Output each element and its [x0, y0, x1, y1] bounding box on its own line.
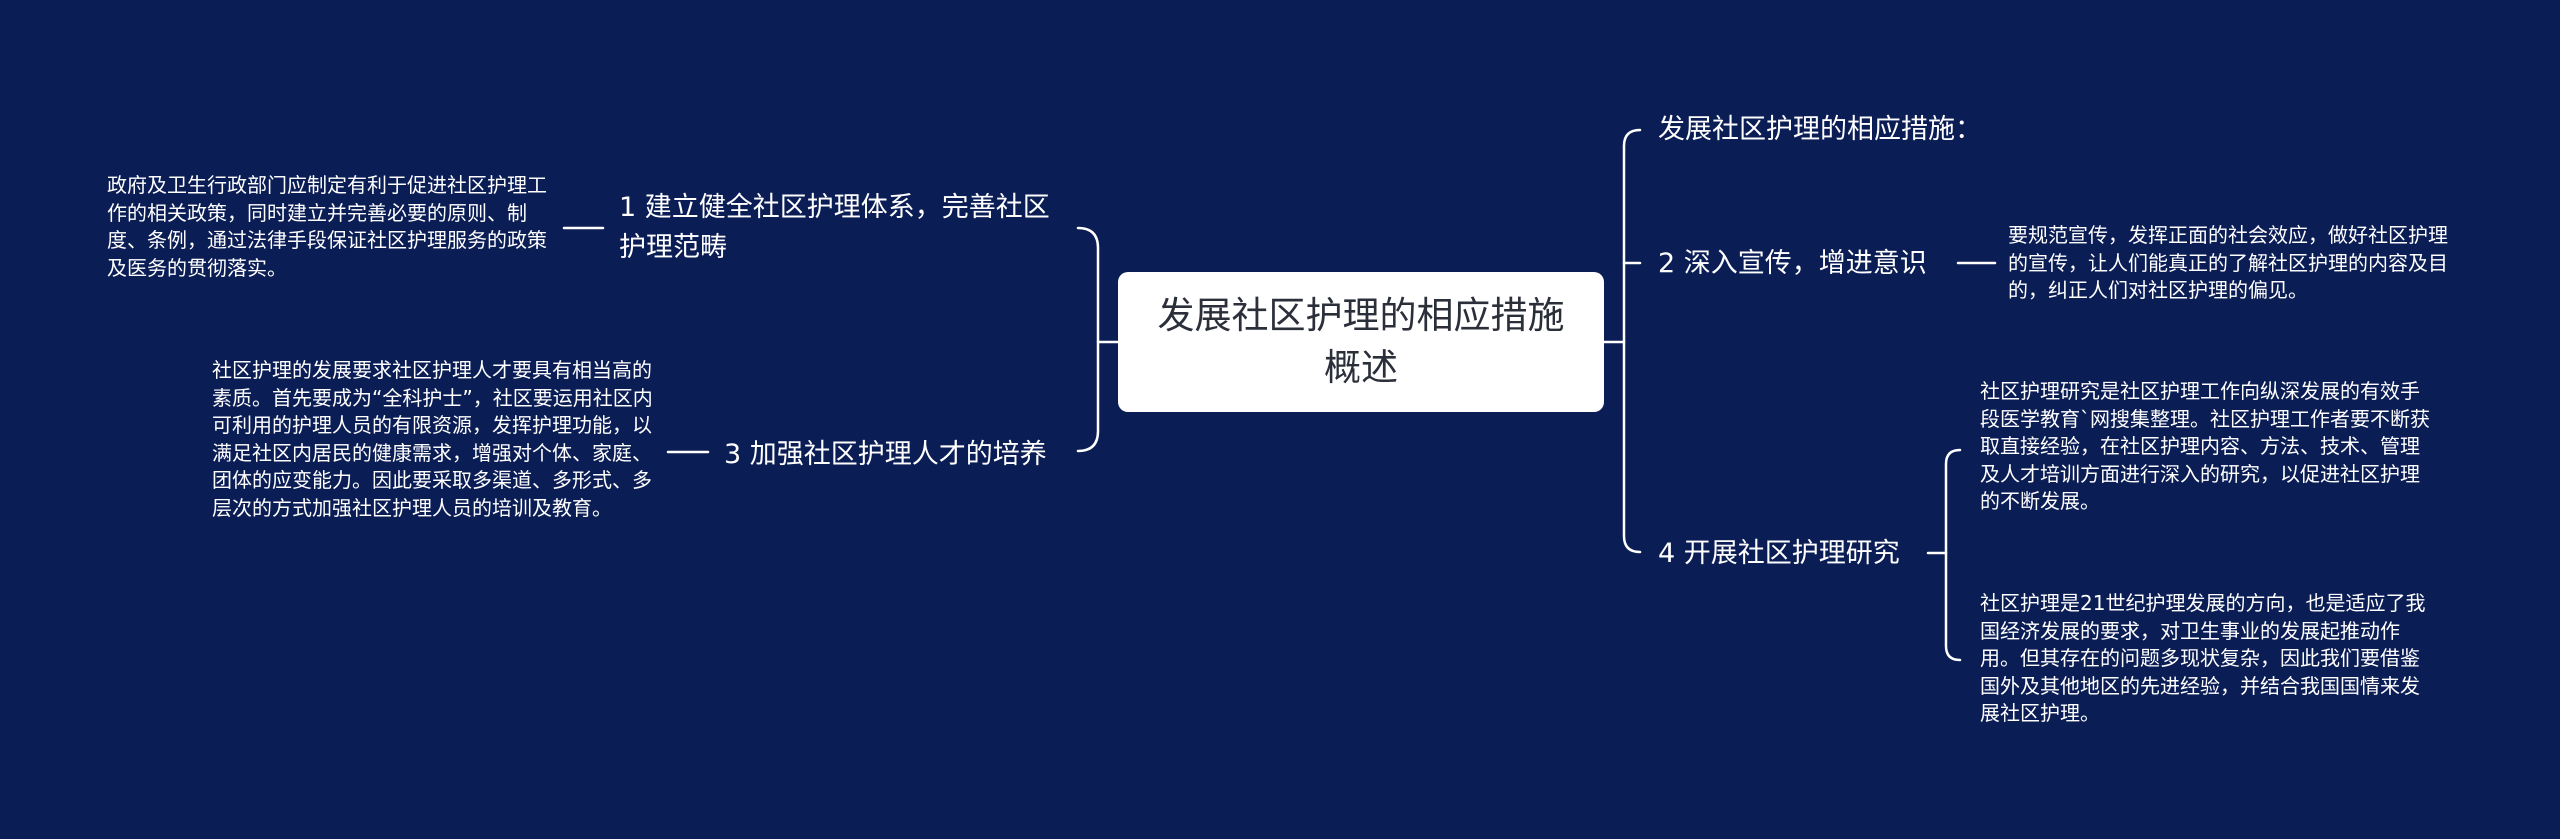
branch4-bracket [1944, 448, 1962, 662]
branch-1-note-text: 政府及卫生行政部门应制定有利于促进社区护理工作的相关政策，同时建立并完善必要的原… [107, 173, 547, 280]
branch-2-note: 要规范宣传，发挥正面的社会效应，做好社区护理的宣传，让人们能真正的了解社区护理的… [2008, 222, 2458, 305]
branch-4-title: 4 开展社区护理研究 [1658, 538, 1900, 569]
root-topic-title: 发展社区护理的相应措施概述 [1157, 294, 1565, 389]
branch-2-note-text: 要规范宣传，发挥正面的社会效应，做好社区护理的宣传，让人们能真正的了解社区护理的… [2008, 223, 2448, 302]
branch-4-topic[interactable]: 4 开展社区护理研究 [1658, 534, 1900, 574]
branch-2-title: 2 深入宣传，增进意识 [1658, 248, 1927, 279]
branch-3-topic[interactable]: 3 加强社区护理人才的培养 [724, 435, 1047, 475]
branch-4-note-b: 社区护理是21世纪护理发展的方向，也是适应了我国经济发展的要求，对卫生事业的发展… [1980, 590, 2432, 728]
right-bracket [1622, 128, 1642, 554]
branch-3-note-text: 社区护理的发展要求社区护理人才要具有相当高的素质。首先要成为“全科护士”，社区要… [212, 358, 653, 520]
branch-3-note: 社区护理的发展要求社区护理人才要具有相当高的素质。首先要成为“全科护士”，社区要… [212, 357, 662, 522]
branch-4-note-b-text: 社区护理是21世纪护理发展的方向，也是适应了我国经济发展的要求，对卫生事业的发展… [1980, 591, 2426, 725]
branch-2-topic[interactable]: 2 深入宣传，增进意识 [1658, 244, 1927, 284]
right-heading-topic[interactable]: 发展社区护理的相应措施： [1658, 110, 1982, 150]
branch-1-topic[interactable]: 1 建立健全社区护理体系，完善社区护理范畴 [619, 188, 1059, 268]
left-bracket [1076, 226, 1100, 453]
branch-4-note-a: 社区护理研究是社区护理工作向纵深发展的有效手段医学教育`网搜集整理。社区护理工作… [1980, 378, 2432, 516]
branch-4-note-a-text: 社区护理研究是社区护理工作向纵深发展的有效手段医学教育`网搜集整理。社区护理工作… [1980, 379, 2430, 513]
root-topic[interactable]: 发展社区护理的相应措施概述 [1118, 272, 1604, 412]
branch-3-title: 3 加强社区护理人才的培养 [724, 439, 1047, 470]
right-heading-title: 发展社区护理的相应措施： [1658, 114, 1982, 145]
branch-1-title: 1 建立健全社区护理体系，完善社区护理范畴 [619, 192, 1050, 263]
branch-1-note: 政府及卫生行政部门应制定有利于促进社区护理工作的相关政策，同时建立并完善必要的原… [107, 172, 555, 282]
